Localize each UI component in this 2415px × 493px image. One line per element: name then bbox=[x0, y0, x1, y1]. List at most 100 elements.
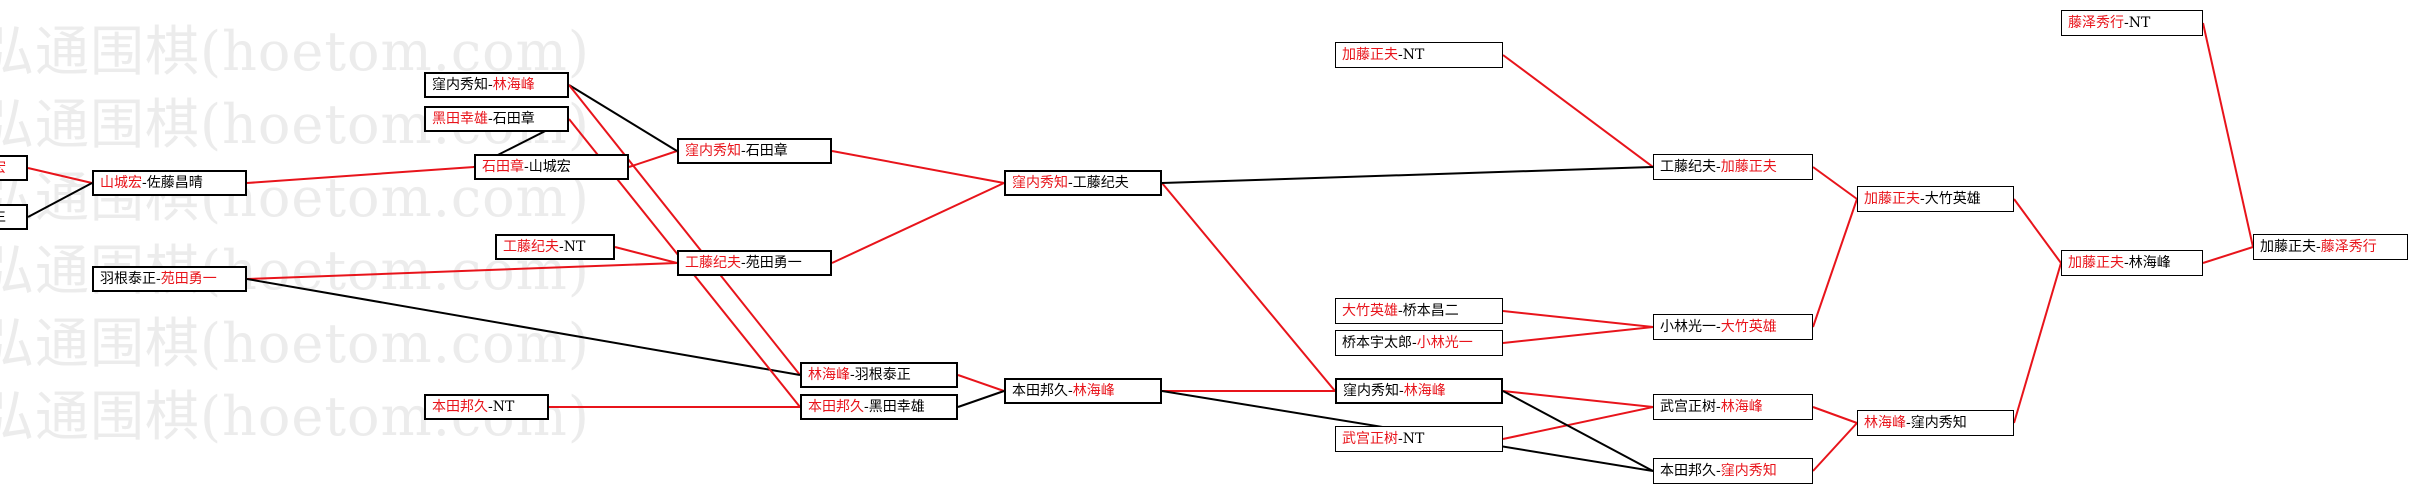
bracket-connector bbox=[614, 246, 678, 264]
player-b: 佐藤昌晴 bbox=[146, 175, 203, 191]
match-box: 加藤正夫-藤泽秀行 bbox=[2253, 234, 2408, 260]
player-a: 加藤正夫 bbox=[2260, 239, 2316, 255]
player-b: 林海峰 bbox=[492, 77, 535, 93]
bracket-connector bbox=[1161, 182, 1336, 392]
player-a: 小林光一 bbox=[1660, 319, 1716, 335]
player-b: 羽根泰正 bbox=[854, 367, 911, 383]
match-box: 本田邦久-窪内秀知 bbox=[1653, 458, 1813, 484]
bracket-connector bbox=[831, 150, 1005, 184]
player-b: 苑田勇一 bbox=[160, 271, 217, 287]
bracket-connector bbox=[1502, 310, 1654, 328]
bracket-connector bbox=[957, 374, 1005, 392]
match-box: 羽根泰正-苑田勇一 bbox=[92, 266, 247, 292]
bracket-connector bbox=[1812, 422, 1858, 472]
match-box: 藤泽秀行-NT bbox=[2061, 10, 2203, 36]
match-box: 桥本宇太郎-小林光一 bbox=[1335, 330, 1503, 356]
player-a: 藤泽秀行 bbox=[2068, 15, 2124, 31]
player-a: 窪内秀知 bbox=[1343, 383, 1399, 399]
player-a: 窪内秀知 bbox=[432, 77, 488, 93]
bracket-connector bbox=[831, 182, 1005, 264]
player-b: 石田章 bbox=[745, 143, 788, 159]
player-b: 窪内秀知 bbox=[1720, 463, 1777, 479]
match-box: 小林光一-大竹英雄 bbox=[1653, 314, 1813, 340]
player-a: 窪内秀知 bbox=[1012, 175, 1068, 191]
player-b: 黑田幸雄 bbox=[868, 399, 925, 415]
player-b: NT bbox=[1402, 47, 1425, 63]
match-box: 窪内秀知-石田章 bbox=[677, 138, 832, 164]
bracket-connector bbox=[27, 182, 93, 218]
bracket-connector bbox=[628, 150, 678, 168]
bracket-connector bbox=[1502, 390, 1654, 408]
match-box: 本田邦久-林海峰 bbox=[1004, 378, 1162, 404]
player-a: 羽根泰正 bbox=[100, 271, 156, 287]
match-box: 窪内秀知-工藤纪夫 bbox=[1004, 170, 1162, 196]
match-box: 武宫正树-NT bbox=[1335, 426, 1503, 452]
bracket-connector bbox=[568, 84, 801, 376]
bracket-connector bbox=[1502, 390, 1654, 472]
player-a: 本田邦久 bbox=[432, 399, 488, 415]
match-box: 加藤正夫-NT bbox=[1335, 42, 1503, 68]
player-a: 工藤纪夫 bbox=[503, 239, 559, 255]
player-b: 加藤正夫 bbox=[1720, 159, 1777, 175]
player-b: 林海峰 bbox=[1072, 383, 1115, 399]
player-a: 本田邦久 bbox=[808, 399, 864, 415]
bracket-connector bbox=[2013, 262, 2062, 424]
player-b: 苑田勇一 bbox=[745, 255, 802, 271]
player-a: 大竹英雄 bbox=[1342, 303, 1398, 319]
match-box: 本田邦久-黑田幸雄 bbox=[800, 394, 958, 420]
player-a: 加藤正夫 bbox=[1864, 191, 1920, 207]
bracket-connector bbox=[2013, 198, 2062, 264]
player-b: 大竹英雄 bbox=[1720, 319, 1777, 335]
bracket-connector bbox=[1502, 54, 1654, 168]
player-a: 武宫正树 bbox=[1342, 431, 1398, 447]
player-b: 林海峰 bbox=[2128, 255, 2171, 271]
bracket-connector bbox=[1502, 406, 1654, 440]
match-box: 窪内秀知-林海峰 bbox=[1335, 378, 1503, 404]
player-b: 小林光一 bbox=[1416, 335, 1473, 351]
bracket-connector bbox=[1502, 326, 1654, 344]
bracket-connector bbox=[246, 166, 475, 184]
bracket-connector bbox=[2202, 246, 2254, 264]
bracket-connector bbox=[27, 167, 93, 184]
player-b: NT bbox=[563, 239, 586, 255]
match-box: 林海峰-窪内秀知 bbox=[1857, 410, 2014, 436]
player-b: 窪内秀知 bbox=[1910, 415, 1967, 431]
player-b: 工藤纪夫 bbox=[1072, 175, 1129, 191]
player-a: 阳生 bbox=[0, 209, 6, 225]
match-box: 加藤正夫-大竹英雄 bbox=[1857, 186, 2014, 212]
player-b: 桥本昌二 bbox=[1402, 303, 1459, 319]
player-a: 武宫正树 bbox=[1660, 399, 1716, 415]
match-box: 林海峰-羽根泰正 bbox=[800, 362, 958, 388]
player-b: 林海峰 bbox=[1720, 399, 1763, 415]
player-a: 工藤纪夫 bbox=[1660, 159, 1716, 175]
match-box: 本田邦久-NT bbox=[424, 394, 549, 420]
match-box: 阳生 bbox=[0, 204, 28, 230]
player-b: 石田章 bbox=[492, 111, 535, 127]
bracket-connector bbox=[568, 84, 678, 152]
player-b: NT bbox=[1402, 431, 1425, 447]
player-b: NT bbox=[2128, 15, 2151, 31]
bracket-connector bbox=[957, 390, 1005, 408]
player-a: 城宏 bbox=[0, 160, 6, 176]
player-a: 石田章 bbox=[482, 159, 524, 175]
match-box: 武宫正树-林海峰 bbox=[1653, 394, 1813, 420]
bracket-connector bbox=[246, 262, 678, 280]
player-a: 林海峰 bbox=[1864, 415, 1906, 431]
bracket-connector bbox=[1812, 406, 1858, 424]
match-box: 山城宏-佐藤昌晴 bbox=[92, 170, 247, 196]
player-b: 大竹英雄 bbox=[1924, 191, 1981, 207]
bracket-connector bbox=[1812, 166, 1858, 200]
bracket-connector bbox=[1161, 166, 1654, 184]
match-box: 加藤正夫-林海峰 bbox=[2061, 250, 2203, 276]
match-box: 工藤纪夫-NT bbox=[495, 234, 615, 260]
player-b: 藤泽秀行 bbox=[2320, 239, 2377, 255]
player-a: 本田邦久 bbox=[1660, 463, 1716, 479]
player-b: NT bbox=[492, 399, 515, 415]
player-a: 桥本宇太郎 bbox=[1342, 335, 1412, 351]
match-box: 石田章-山城宏 bbox=[474, 154, 629, 180]
player-b: 林海峰 bbox=[1403, 383, 1446, 399]
match-box: 窪内秀知-林海峰 bbox=[424, 72, 569, 98]
bracket-connector bbox=[246, 278, 801, 376]
match-box: 大竹英雄-桥本昌二 bbox=[1335, 298, 1503, 324]
bracket-connector bbox=[2202, 22, 2254, 248]
